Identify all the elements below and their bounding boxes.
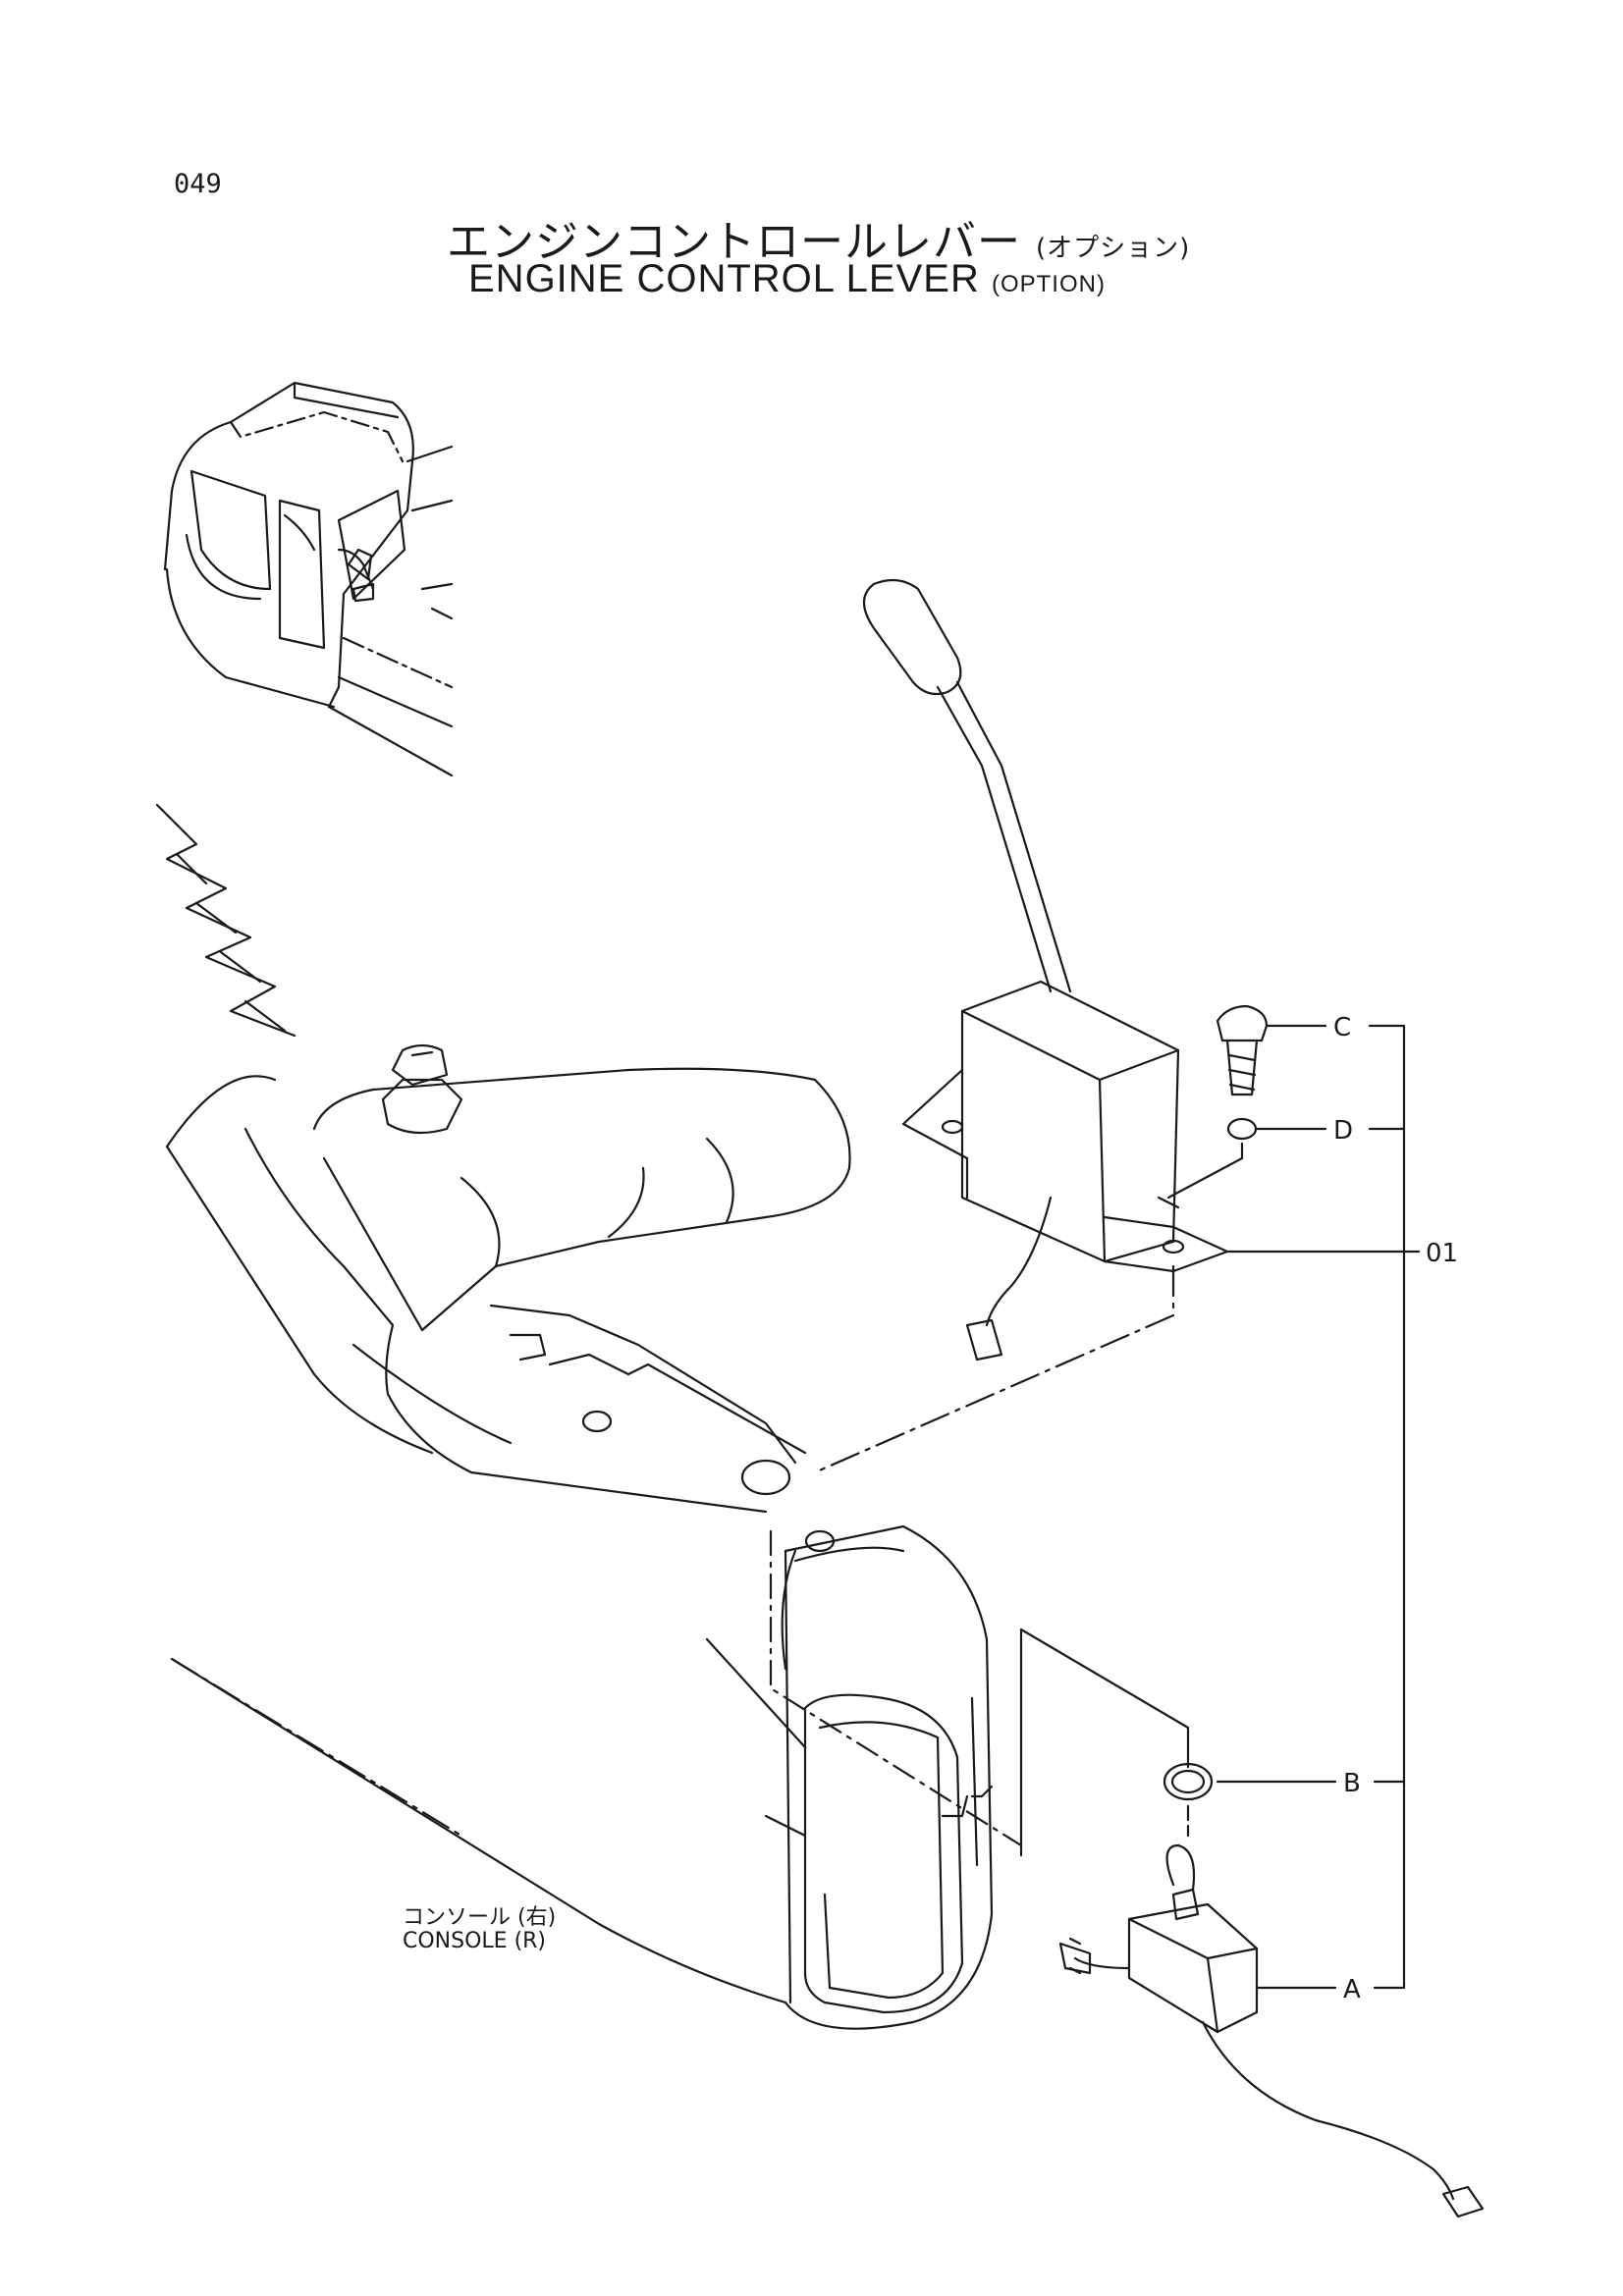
title-english: ENGINE CONTROL LEVER (OPTION) bbox=[468, 257, 1106, 301]
title-jp-option: (オプション) bbox=[1036, 234, 1191, 263]
callout-c: C bbox=[1333, 1013, 1351, 1042]
callout-d: D bbox=[1333, 1116, 1353, 1146]
title-jp-main: エンジンコントロールレバー bbox=[447, 217, 1021, 267]
callout-a: A bbox=[1343, 1975, 1361, 2004]
callout-b: B bbox=[1343, 1769, 1361, 1798]
title-en-option: (OPTION) bbox=[991, 271, 1106, 297]
title-en-main: ENGINE CONTROL LEVER bbox=[468, 257, 980, 300]
title-japanese: エンジンコントロールレバー (オプション) bbox=[447, 206, 1190, 269]
switch-assembly bbox=[1058, 1762, 1485, 2218]
page-number: 049 bbox=[174, 169, 222, 199]
callout-leaders bbox=[1216, 1024, 1421, 1990]
console-label-en: CONSOLE (R) bbox=[403, 1929, 547, 1953]
bolt-and-washer bbox=[1166, 1004, 1269, 1200]
engine-control-lever-assembly bbox=[813, 578, 1229, 1474]
callout-item-01: 01 bbox=[1426, 1239, 1458, 1268]
cab-inset-illustration bbox=[163, 381, 454, 777]
console-label-jp: コンソール (右) bbox=[403, 1905, 557, 1930]
console-right-illustration bbox=[155, 803, 1190, 2030]
